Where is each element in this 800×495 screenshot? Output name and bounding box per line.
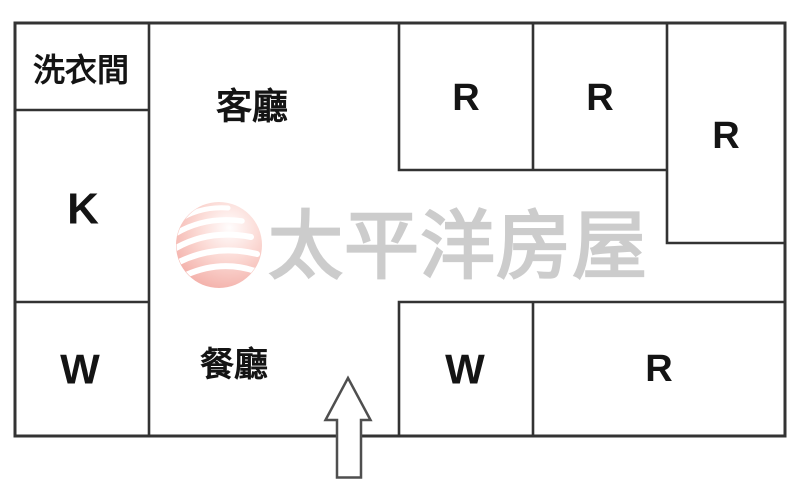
room-label-bedroom-top-1: R: [452, 77, 479, 119]
room-label-kitchen: K: [67, 185, 99, 234]
room-label-living-room: 客廳: [216, 86, 288, 127]
watermark-brand-text: 太平洋房屋: [268, 206, 648, 289]
room-label-bedroom-right: R: [712, 115, 739, 157]
room-label-bedroom-top-2: R: [586, 77, 613, 119]
room-label-dining-room: 餐廳: [200, 346, 268, 384]
interior-walls: [13, 21, 787, 438]
room-label-wc-left: W: [60, 346, 100, 393]
room-label-bedroom-bottom: R: [645, 348, 672, 390]
entrance-arrow-up-icon: [323, 375, 373, 479]
room-labels: 洗衣間 客廳 K W 餐廳 R R R W R: [33, 52, 740, 393]
watermark: 太平洋房屋: [176, 202, 648, 289]
room-label-laundry: 洗衣間: [33, 52, 129, 88]
room-label-wc-bottom: W: [445, 346, 485, 393]
walls: [13, 21, 787, 438]
pacific-sphere-logo-icon: [176, 202, 262, 288]
